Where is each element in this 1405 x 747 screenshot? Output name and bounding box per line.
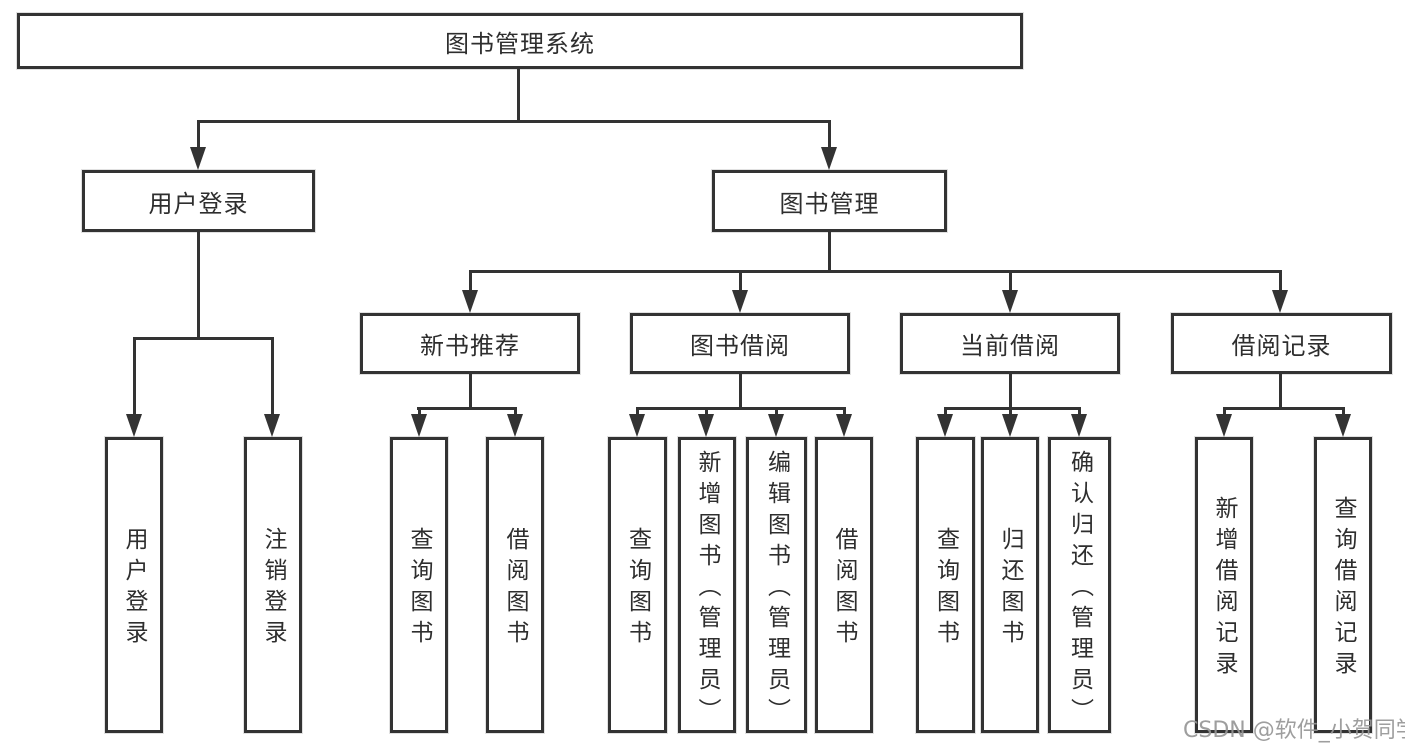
connector-arrowhead <box>629 414 645 437</box>
connector-vline <box>636 407 639 417</box>
connector-vline <box>469 270 472 291</box>
connector-hline <box>133 337 274 340</box>
leaf-rec-query-record: 查询借阅记录 <box>1314 437 1372 733</box>
connector-vline <box>944 407 947 417</box>
connector-vline <box>1342 407 1345 417</box>
connector-hline <box>637 407 845 410</box>
connector-vline <box>739 374 742 408</box>
node-label: 当前借阅 <box>960 332 1060 360</box>
connector-arrowhead <box>768 414 784 437</box>
connector-vline <box>828 232 831 270</box>
connector-arrowhead <box>1216 414 1232 437</box>
connector-arrowhead <box>1002 414 1018 437</box>
node-label: 查询图书 <box>624 527 651 651</box>
connector-vline <box>271 337 274 415</box>
connector-arrowhead <box>1335 414 1351 437</box>
node-user-login: 用户登录 <box>82 170 315 232</box>
node-current-borrowing: 当前借阅 <box>900 313 1120 374</box>
connector-hline <box>469 270 1281 273</box>
connector-hline <box>944 407 1080 410</box>
connector-arrowhead <box>732 290 748 313</box>
node-book-borrowing: 图书借阅 <box>630 313 850 374</box>
node-label: 借阅图书 <box>502 527 528 651</box>
connector-arrowhead <box>1071 414 1087 437</box>
connector-vline <box>828 120 831 148</box>
connector-arrowhead <box>507 414 523 437</box>
leaf-cb-query-books: 查询图书 <box>916 437 975 733</box>
node-label: 新增图书（管理员） <box>694 449 720 729</box>
node-label: 归还图书 <box>997 527 1023 651</box>
connector-arrowhead <box>1272 290 1288 313</box>
node-label: 查询图书 <box>406 527 432 651</box>
leaf-rec-add-record: 新增借阅记录 <box>1195 437 1253 733</box>
node-borrowing-records: 借阅记录 <box>1171 313 1392 374</box>
leaf-nb-borrow-books: 借阅图书 <box>486 437 544 733</box>
connector-arrowhead <box>411 414 427 437</box>
node-label: 新增借阅记录 <box>1211 496 1237 682</box>
connector-vline <box>514 407 517 417</box>
leaf-cb-return-books: 归还图书 <box>981 437 1039 733</box>
connector-hline <box>1223 407 1344 410</box>
connector-vline <box>705 407 708 417</box>
leaf-cb-confirm-return-admin: 确认归还（管理员） <box>1048 437 1111 733</box>
connector-arrowhead <box>698 414 714 437</box>
node-label: 确认归还（管理员） <box>1066 449 1093 729</box>
connector-vline <box>418 407 421 417</box>
node-label: 图书管理 <box>779 189 880 218</box>
node-book-management: 图书管理 <box>712 170 947 232</box>
leaf-bb-add-books-admin: 新增图书（管理员） <box>678 437 736 733</box>
node-label: 注销登录 <box>260 527 286 651</box>
connector-arrowhead <box>264 414 280 437</box>
connector-vline <box>469 374 472 408</box>
connector-hline <box>417 407 517 410</box>
leaf-bb-query-books: 查询图书 <box>608 437 667 733</box>
connector-vline <box>1078 407 1081 417</box>
connector-vline <box>1223 407 1226 417</box>
connector-arrowhead <box>462 290 478 313</box>
connector-vline <box>843 407 846 417</box>
leaf-bb-edit-books-admin: 编辑图书（管理员） <box>746 437 807 733</box>
leaf-logout-login: 注销登录 <box>244 437 302 733</box>
leaf-nb-query-books: 查询图书 <box>390 437 448 733</box>
connector-vline <box>1279 270 1282 291</box>
node-label: 用户登录 <box>148 189 249 218</box>
connector-vline <box>1009 407 1012 417</box>
connector-arrowhead <box>836 414 852 437</box>
watermark: CSDN @软件_小贺同学 <box>1183 718 1405 743</box>
node-library-system: 图书管理系统 <box>17 13 1023 69</box>
node-label: 借阅记录 <box>1231 332 1332 360</box>
node-label: 新书推荐 <box>420 332 520 360</box>
node-new-book-recommend: 新书推荐 <box>360 313 580 374</box>
connector-vline <box>739 270 742 291</box>
connector-arrowhead <box>1002 290 1018 313</box>
node-label: 图书借阅 <box>690 332 790 360</box>
connector-hline <box>197 120 831 123</box>
connector-arrowhead <box>821 147 837 170</box>
leaf-user-login: 用户登录 <box>105 437 163 733</box>
connector-arrowhead <box>126 414 142 437</box>
connector-vline <box>197 232 200 337</box>
connector-vline <box>1009 374 1012 408</box>
node-label: 查询借阅记录 <box>1330 496 1356 682</box>
connector-vline <box>1009 270 1012 291</box>
connector-vline <box>1279 374 1282 408</box>
leaf-bb-borrow-books: 借阅图书 <box>815 437 873 733</box>
connector-vline <box>517 69 520 122</box>
connector-vline <box>775 407 778 417</box>
node-label: 编辑图书（管理员） <box>763 449 790 729</box>
connector-arrowhead <box>937 414 953 437</box>
connector-arrowhead <box>190 147 206 170</box>
node-label: 查询图书 <box>932 527 959 651</box>
connector-vline <box>133 337 136 415</box>
node-label: 图书管理系统 <box>445 29 595 58</box>
connector-vline <box>197 120 200 148</box>
node-label: 借阅图书 <box>831 527 857 651</box>
node-label: 用户登录 <box>121 527 147 651</box>
